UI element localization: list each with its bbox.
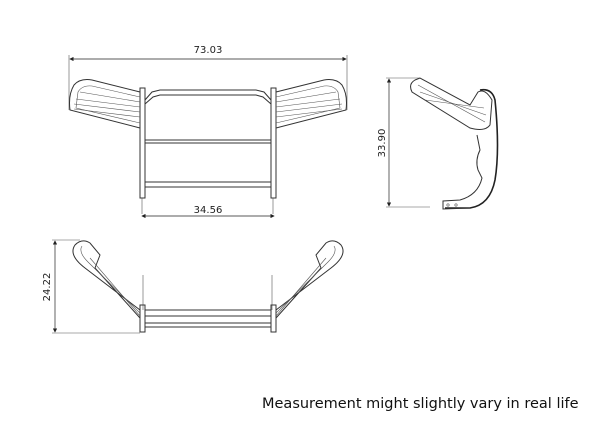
post-spacing-label: 34.56 bbox=[194, 205, 223, 216]
top-view: 24.22 bbox=[42, 239, 344, 334]
overall-width-label: 73.03 bbox=[194, 45, 223, 56]
side-view: 33.90 bbox=[377, 77, 499, 210]
disclaimer-caption: Measurement might slightly vary in real … bbox=[262, 396, 579, 412]
top-depth-label: 24.22 bbox=[42, 273, 53, 302]
side-height-label: 33.90 bbox=[377, 129, 388, 158]
front-view: 73.03 34.56 bbox=[68, 45, 348, 219]
